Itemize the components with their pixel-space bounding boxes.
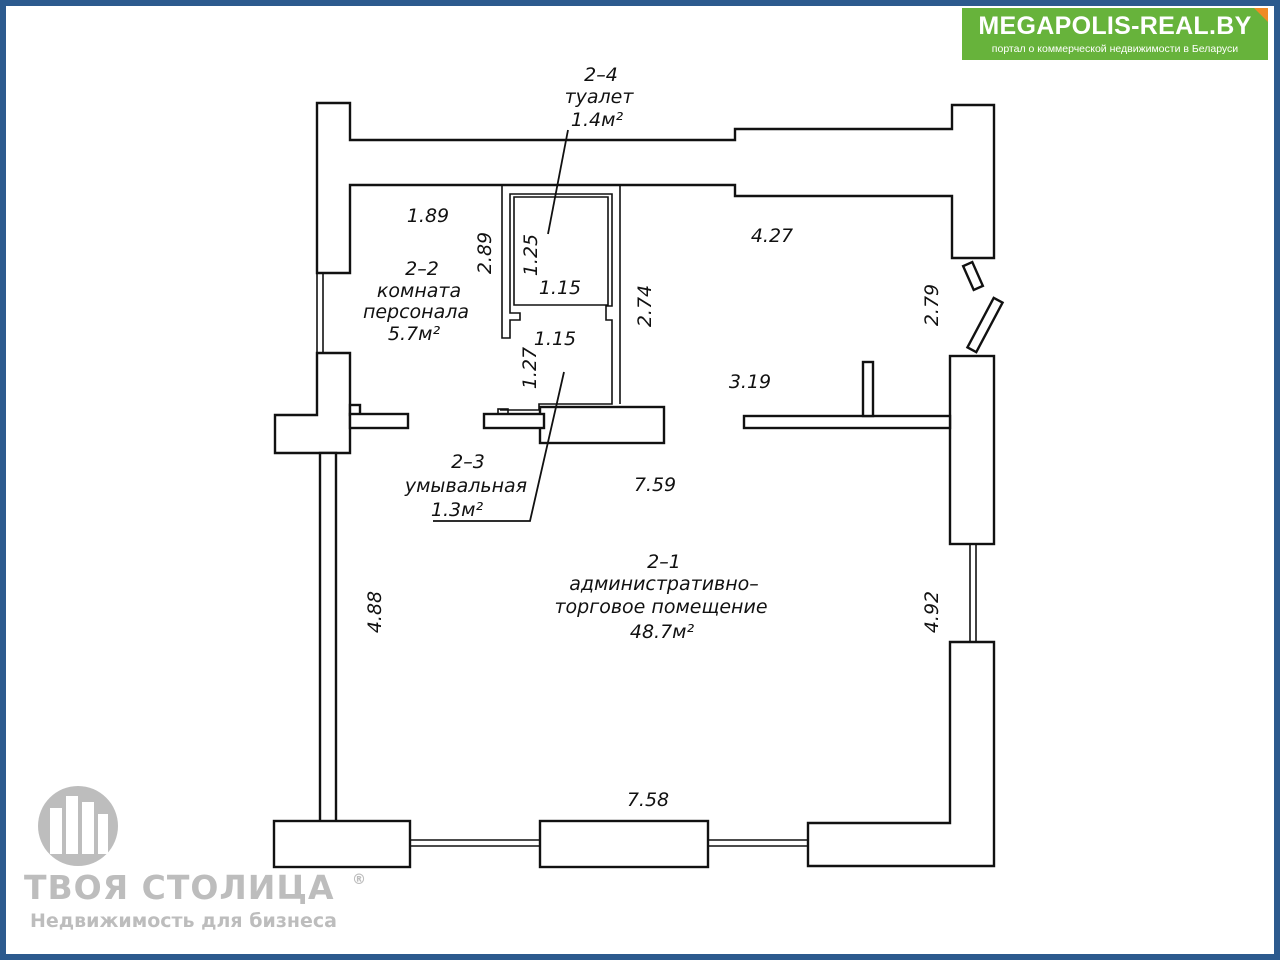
right-bottom-corner [806, 640, 996, 868]
door-leaf-upper [961, 260, 985, 292]
dim-staff-height: 2.89 [474, 232, 496, 274]
site-tagline: портал о коммерческой недвижимости в Бел… [991, 43, 1239, 55]
dim-corridor-height: 2.74 [634, 285, 656, 327]
dim-toilet-height: 1.25 [520, 234, 542, 276]
dim-main-right-height: 4.92 [921, 591, 943, 633]
dim-main-bottom-width: 7.58 [627, 789, 669, 811]
room-toilet-number: 2–4 [584, 64, 618, 86]
logo-name: ТВОЯ СТОЛИЦА [24, 868, 335, 907]
door-leaf-lower [965, 296, 1005, 354]
dim-top-right-width: 4.27 [751, 225, 793, 247]
bathroom-outline [500, 185, 613, 411]
logo-tagline: Недвижимость для бизнеса [30, 910, 337, 932]
dim-toilet-width: 1.15 [539, 277, 581, 299]
room-staff-number: 2–2 [405, 258, 439, 280]
dim-staff-width: 1.89 [407, 205, 449, 227]
right-partition-post [861, 360, 875, 418]
left-partition [348, 412, 410, 430]
washroom-leader [433, 371, 565, 522]
bathroom-inner [513, 196, 609, 306]
toilet-leader [547, 129, 569, 235]
right-partition [742, 414, 952, 430]
logo-registered-mark: ® [352, 872, 366, 888]
left-wall [318, 451, 338, 825]
megapolis-badge[interactable]: MEGAPOLIS-REAL.BY портал о коммерческой … [962, 8, 1268, 60]
room-washroom-name: умывальная [404, 475, 527, 497]
room-washroom-area: 1.3м² [431, 499, 484, 521]
right-pier [948, 354, 996, 546]
dim-main-left-height: 4.88 [364, 591, 386, 633]
bathroom-base-wall [538, 405, 666, 445]
top-wall [315, 101, 996, 275]
room-main-number: 2–1 [647, 551, 681, 573]
room-staff-name2: персонала [363, 301, 469, 323]
bottom-wall-mid [538, 819, 710, 869]
dim-mid-width: 3.19 [729, 371, 771, 393]
room-main-name1: административно– [569, 573, 759, 595]
dim-wash-width: 1.15 [534, 328, 576, 350]
room-staff-area: 5.7м² [388, 323, 441, 345]
left-pier [273, 351, 352, 455]
dim-top-right-height: 2.79 [921, 284, 943, 326]
dim-main-top-width: 7.59 [634, 474, 676, 496]
room-toilet-name: туалет [565, 86, 635, 108]
room-main-area: 48.7м² [630, 621, 695, 643]
room-staff-name1: комната [377, 280, 461, 302]
dim-wash-height: 1.27 [519, 347, 541, 389]
bottom-wall-left [272, 819, 412, 869]
site-name: MEGAPOLIS-REAL.BY [978, 12, 1252, 40]
room-washroom-number: 2–3 [451, 451, 485, 473]
wash-partition [482, 412, 546, 430]
badge-corner-fold [1254, 8, 1268, 22]
room-main-name2: торговое помещение [554, 596, 767, 618]
room-toilet-area: 1.4м² [571, 109, 624, 131]
building-logo-icon [38, 786, 118, 866]
